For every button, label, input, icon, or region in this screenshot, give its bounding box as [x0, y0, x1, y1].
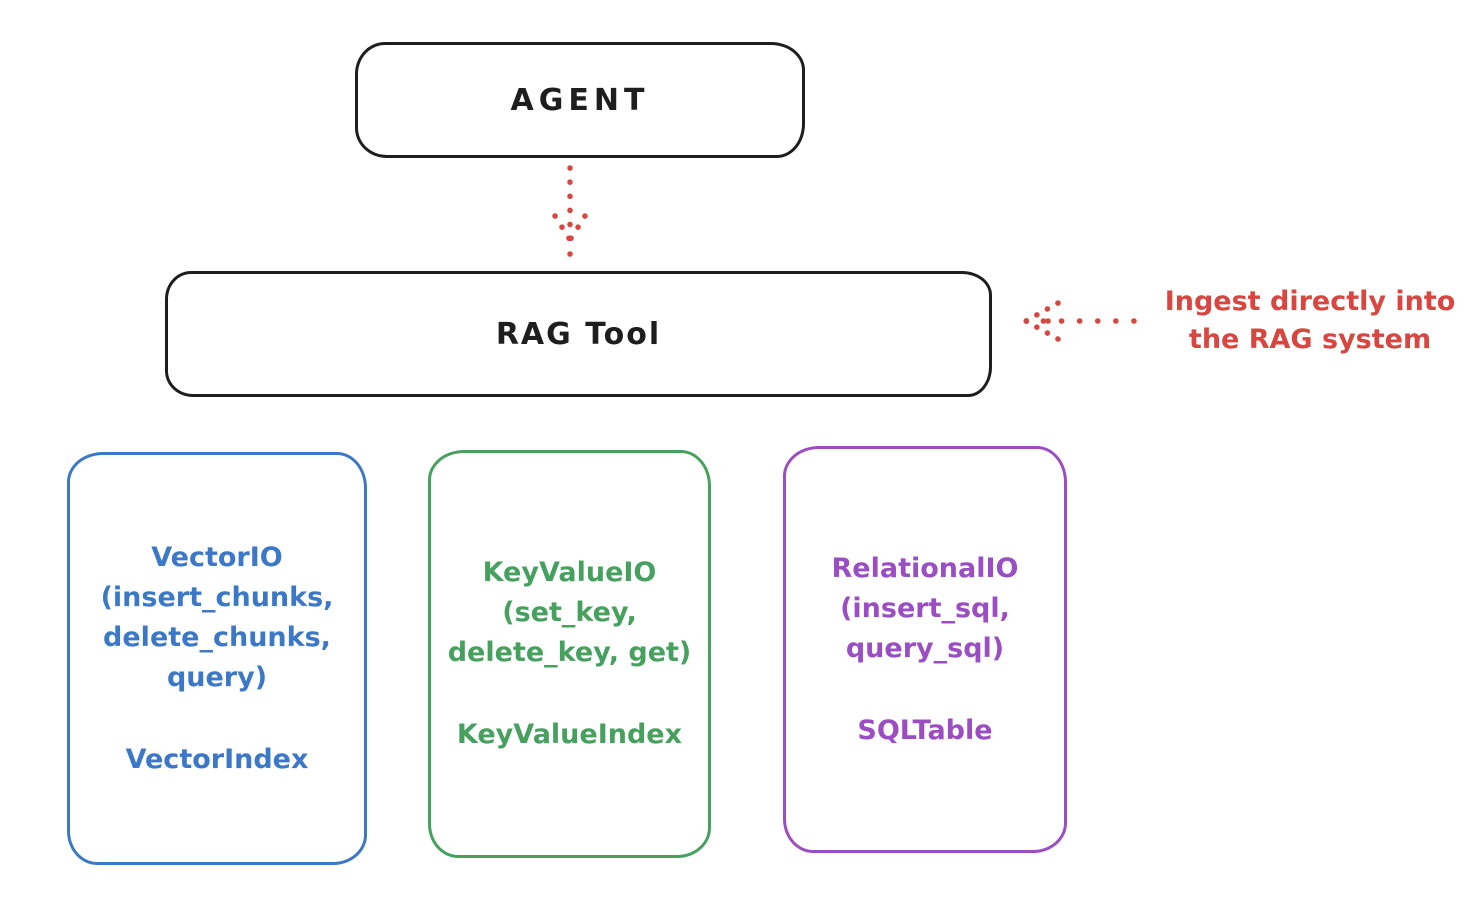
- relational-io-line: RelationalIO: [831, 552, 1019, 584]
- ingest-annotation-line1: Ingest directly into: [1164, 286, 1456, 317]
- relational-io-title: RelationalIO (insert_sql, query_sql): [832, 549, 1019, 669]
- keyvalue-io-line: KeyValueIO: [482, 557, 657, 588]
- keyvalue-index-label: KeyValueIndex: [456, 719, 683, 750]
- vector-io-line: delete_chunks,: [103, 621, 331, 653]
- agent-to-rag-arrow-icon: [552, 165, 588, 257]
- rag-tool-node: RAG Tool: [165, 271, 992, 397]
- vector-index-label: VectorIndex: [125, 743, 309, 775]
- relational-io-node: RelationalIO (insert_sql, query_sql) SQL…: [783, 446, 1067, 853]
- vector-io-line: (insert_chunks,: [100, 581, 334, 613]
- rag-tool-label: RAG Tool: [495, 316, 662, 352]
- agent-node: AGENT: [355, 42, 805, 158]
- vector-io-title: VectorIO (insert_chunks, delete_chunks, …: [101, 538, 334, 698]
- vector-io-line: VectorIO: [151, 541, 283, 573]
- keyvalue-io-line: delete_key, get): [447, 637, 692, 668]
- sqltable-label: SQLTable: [857, 714, 993, 746]
- keyvalue-io-line: (set_key,: [502, 597, 637, 628]
- relational-io-line: query_sql): [845, 632, 1005, 664]
- relational-io-line: (insert_sql,: [840, 592, 1010, 624]
- ingest-annotation-line2: the RAG system: [1188, 324, 1432, 355]
- vector-io-node: VectorIO (insert_chunks, delete_chunks, …: [67, 452, 367, 865]
- vector-io-line: query): [166, 661, 268, 693]
- ingest-arrow-icon: [1023, 300, 1137, 342]
- keyvalue-io-node: KeyValueIO (set_key, delete_key, get) Ke…: [428, 450, 711, 858]
- ingest-annotation: Ingest directly into the RAG system: [1140, 283, 1480, 359]
- keyvalue-io-title: KeyValueIO (set_key, delete_key, get): [448, 553, 692, 673]
- agent-label: AGENT: [510, 82, 650, 118]
